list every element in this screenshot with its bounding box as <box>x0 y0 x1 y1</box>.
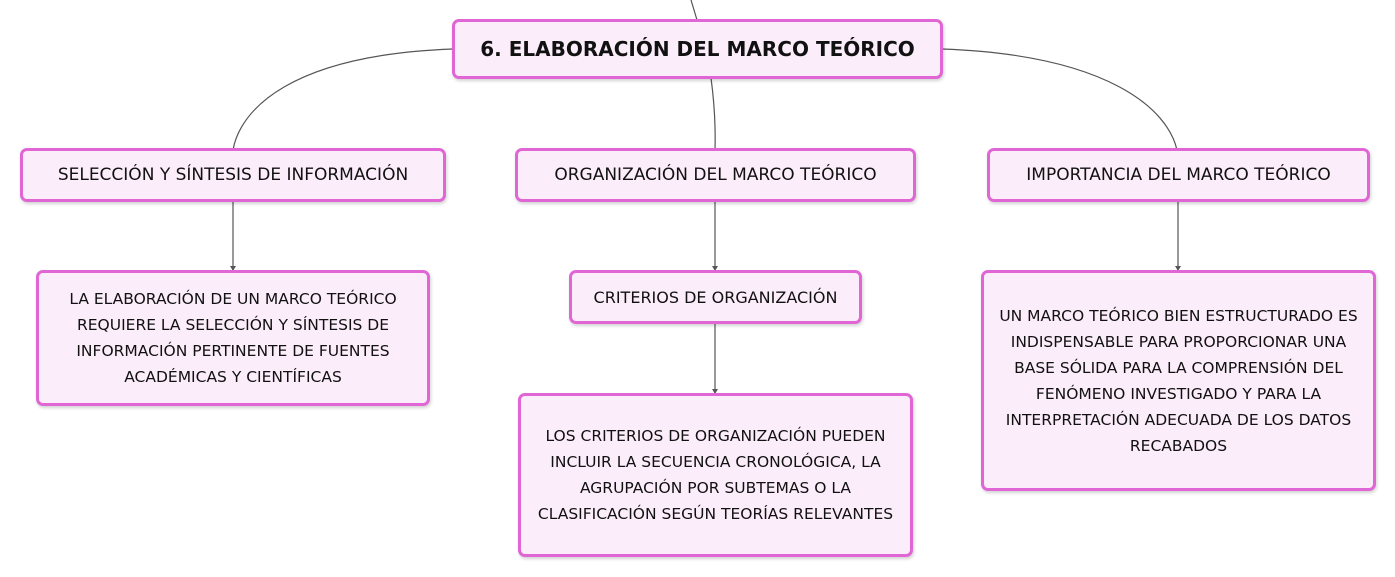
topic-seleccion-sintesis[interactable]: SELECCIÓN Y SÍNTESIS DE INFORMACIÓN <box>20 148 446 202</box>
subtopic-criterios-organizacion[interactable]: CRITERIOS DE ORGANIZACIÓN <box>569 270 862 324</box>
root-topic-label: 6. ELABORACIÓN DEL MARCO TEÓRICO <box>480 37 915 61</box>
connector-root-to-importancia <box>941 48 1178 151</box>
topic-seleccion-sintesis-label: SELECCIÓN Y SÍNTESIS DE INFORMACIÓN <box>57 165 409 185</box>
topic-importancia-marco[interactable]: IMPORTANCIA DEL MARCO TEÓRICO <box>987 148 1370 202</box>
connector-root-to-seleccion <box>232 48 454 151</box>
topic-importancia-marco-label: IMPORTANCIA DEL MARCO TEÓRICO <box>1026 165 1331 185</box>
connector-incoming <box>690 0 698 21</box>
detail-seleccion-sintesis[interactable]: LA ELABORACIÓN DE UN MARCO TEÓRICO REQUI… <box>36 270 430 406</box>
subtopic-criterios-organizacion-label: CRITERIOS DE ORGANIZACIÓN <box>593 287 838 307</box>
detail-seleccion-sintesis-text: LA ELABORACIÓN DE UN MARCO TEÓRICO REQUI… <box>69 290 397 386</box>
arrowhead-criterios-detail <box>712 389 718 394</box>
arrowhead-organizacion-criterios <box>712 266 718 271</box>
root-topic[interactable]: 6. ELABORACIÓN DEL MARCO TEÓRICO <box>452 19 943 79</box>
detail-criterios-organizacion-text: LOS CRITERIOS DE ORGANIZACIÓN PUEDEN INC… <box>537 427 894 523</box>
detail-importancia-marco-text: UN MARCO TEÓRICO BIEN ESTRUCTURADO ES IN… <box>999 306 1358 455</box>
connector-root-to-organizacion <box>710 77 716 151</box>
detail-criterios-organizacion[interactable]: LOS CRITERIOS DE ORGANIZACIÓN PUEDEN INC… <box>518 393 913 557</box>
topic-organizacion-marco[interactable]: ORGANIZACIÓN DEL MARCO TEÓRICO <box>515 148 916 202</box>
topic-organizacion-marco-label: ORGANIZACIÓN DEL MARCO TEÓRICO <box>554 165 877 185</box>
arrowhead-seleccion-detail <box>230 266 236 271</box>
arrowhead-importancia-detail <box>1175 266 1181 271</box>
detail-importancia-marco[interactable]: UN MARCO TEÓRICO BIEN ESTRUCTURADO ES IN… <box>981 270 1376 491</box>
